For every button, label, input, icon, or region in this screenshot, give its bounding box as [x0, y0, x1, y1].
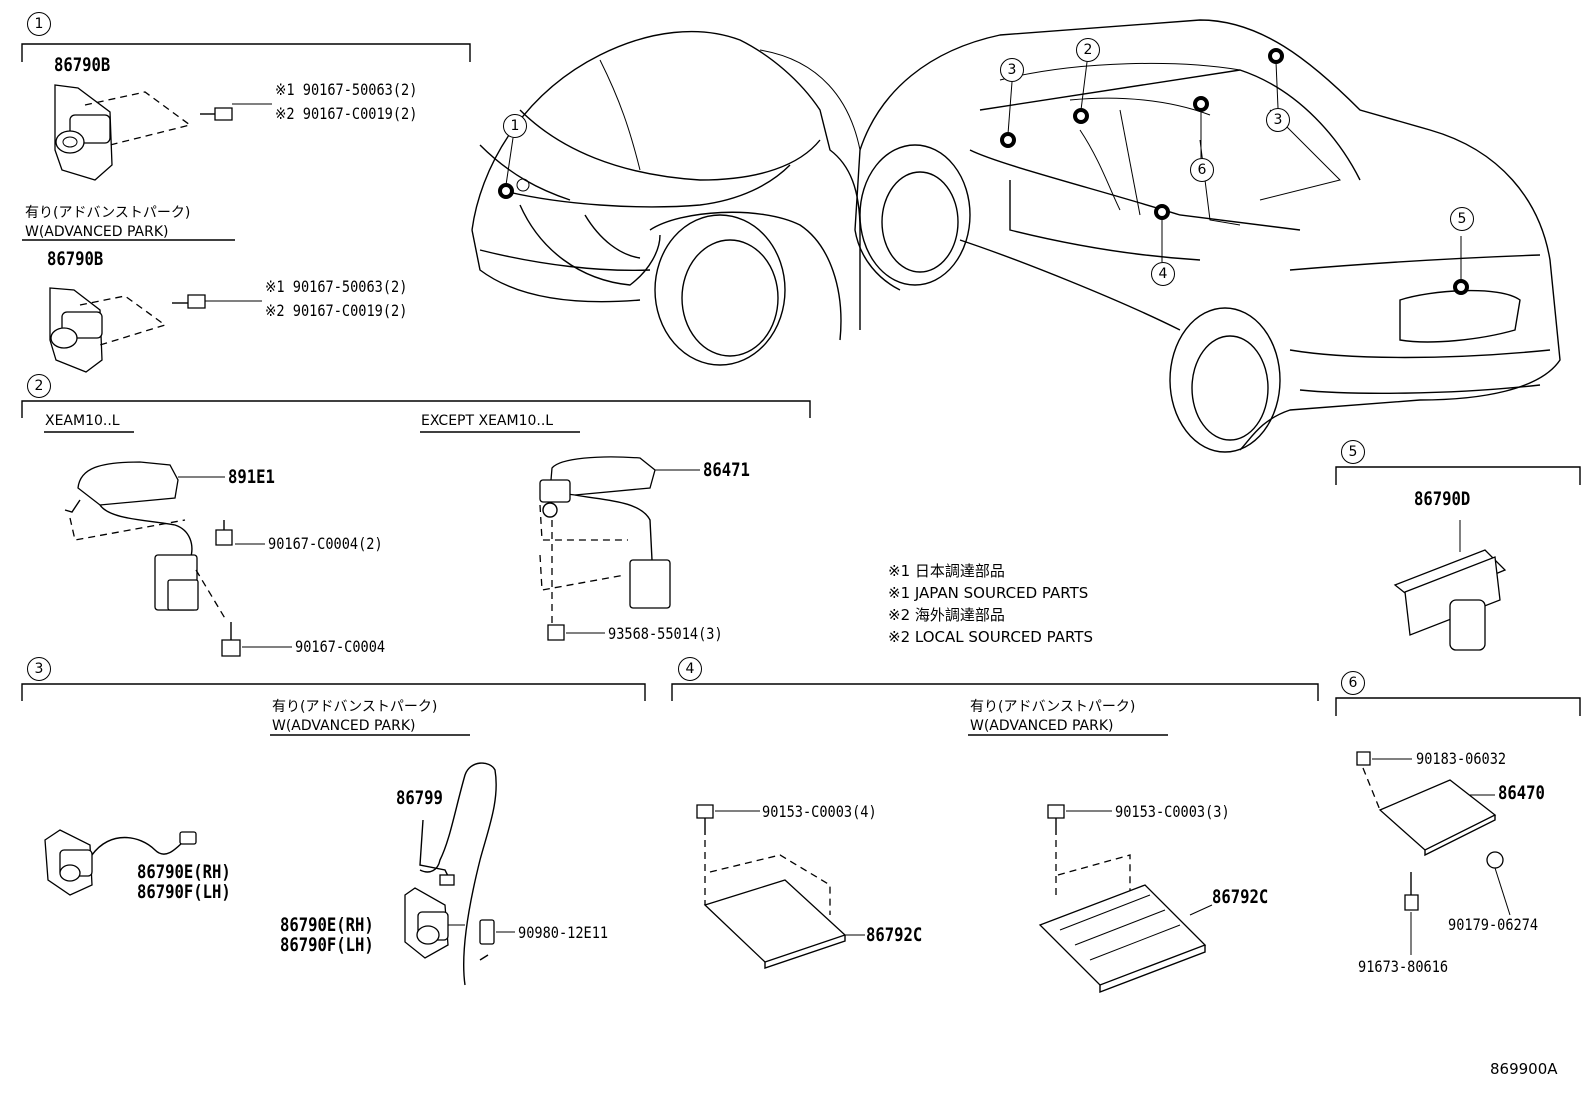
section-4-bracket [671, 683, 1319, 736]
section-4-ecu-a [696, 804, 865, 969]
callout-5: 5 [1450, 207, 1474, 231]
s3-harness: 86799 [396, 787, 443, 809]
s3-condition-en: W(ADVANCED PARK) [272, 718, 416, 734]
section-2-sensor-left [64, 461, 292, 657]
s1-bolt-b1: ※1 90167-50063(2) [265, 277, 408, 296]
note-2-jp: ※2 海外調達部品 [888, 606, 1005, 624]
s2-condition-left: XEAM10..L [45, 413, 120, 429]
s4-bolt-a: 90153-C0003(4) [762, 802, 877, 821]
callout-3b: 3 [1266, 108, 1290, 132]
s3-condition-jp: 有り(アドバンストパーク) [272, 699, 438, 715]
callout-6: 6 [1190, 158, 1214, 182]
s1-bolt-a1: ※1 90167-50063(2) [275, 80, 418, 99]
section-3-bracket [21, 683, 646, 736]
rear-car-illustration [854, 19, 1561, 453]
s1-condition-jp: 有り(アドバンストパーク) [25, 205, 191, 221]
front-car-illustration [471, 30, 861, 366]
section-6-ecu [1356, 751, 1511, 955]
s3-cam-lh-a: 86790F(LH) [137, 881, 231, 903]
s4-ecu-a: 86792C [866, 924, 923, 946]
section-3-harness [419, 762, 515, 986]
section-4-number: 4 [678, 657, 702, 681]
s1-part-b: 86790B [47, 248, 104, 270]
section-3-number: 3 [27, 657, 51, 681]
s5-part: 86790D [1414, 488, 1471, 510]
callout-1: 1 [503, 114, 527, 138]
section-1-number: 1 [27, 12, 51, 36]
s1-part-a: 86790B [54, 54, 111, 76]
s6-grommet: 90179-06274 [1448, 915, 1539, 934]
s3-cam-rh-b: 86790E(RH) [280, 914, 374, 936]
s4-condition-en: W(ADVANCED PARK) [970, 718, 1114, 734]
diagram-code: 869900A [1490, 1060, 1558, 1078]
callout-3a: 3 [1000, 58, 1024, 82]
s1-bolt-b2: ※2 90167-C0019(2) [265, 301, 408, 320]
section-2-number: 2 [27, 374, 51, 398]
section-2-bracket [21, 400, 811, 433]
s1-bolt-a2: ※2 90167-C0019(2) [275, 104, 418, 123]
s2-part-left: 891E1 [228, 466, 275, 488]
note-1-en: ※1 JAPAN SOURCED PARTS [888, 584, 1089, 602]
section-5-camera [1393, 520, 1507, 651]
section-2-sensor-right [539, 456, 700, 641]
s3-cam-lh-b: 86790F(LH) [280, 934, 374, 956]
s2-bolt-right: 93568-55014(3) [608, 624, 723, 643]
s2-bolt-left1: 90167-C0004(2) [268, 534, 383, 553]
callout-4: 4 [1151, 262, 1175, 286]
s3-cam-rh-a: 86790E(RH) [137, 861, 231, 883]
note-2-en: ※2 LOCAL SOURCED PARTS [888, 628, 1093, 646]
section-3-camera-b [404, 887, 465, 959]
section-6-bracket [1335, 697, 1581, 716]
section-6-number: 6 [1341, 671, 1365, 695]
s1-condition-en: W(ADVANCED PARK) [25, 224, 169, 240]
section-1-bracket [21, 43, 471, 241]
section-5-bracket [1335, 466, 1581, 485]
callout-2: 2 [1076, 38, 1100, 62]
section-3-camera-a [44, 829, 197, 896]
s2-part-right: 86471 [703, 459, 750, 481]
s4-bolt-b: 90153-C0003(3) [1115, 802, 1230, 821]
s2-condition-right: EXCEPT XEAM10..L [421, 413, 554, 429]
s4-ecu-b: 86792C [1212, 886, 1269, 908]
s6-bolt: 91673-80616 [1358, 957, 1449, 976]
section-1-camera-a [54, 84, 272, 181]
s6-ecu: 86470 [1498, 782, 1545, 804]
s6-nut: 90183-06032 [1416, 749, 1507, 768]
s3-clip: 90980-12E11 [518, 923, 609, 942]
section-1-camera-b [49, 287, 262, 373]
section-5-number: 5 [1341, 440, 1365, 464]
section-4-ecu-b [1038, 804, 1213, 994]
s4-condition-jp: 有り(アドバンストパーク) [970, 699, 1136, 715]
note-1-jp: ※1 日本調達部品 [888, 562, 1005, 580]
s2-bolt-left2: 90167-C0004 [295, 637, 386, 656]
